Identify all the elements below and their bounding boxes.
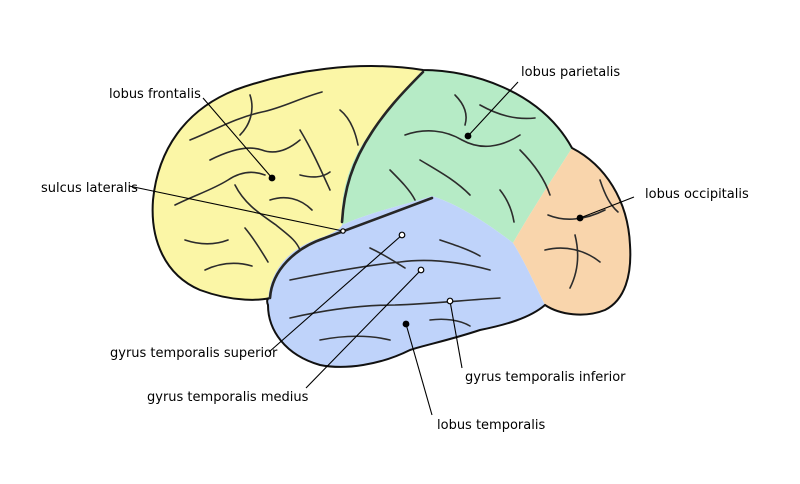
label-lobus-occipitalis: lobus occipitalis xyxy=(645,187,749,202)
lateral-fissure xyxy=(268,196,434,300)
parietal-marker xyxy=(464,132,472,140)
markers xyxy=(268,132,584,328)
brain-outline xyxy=(151,65,632,368)
sulcus-lateralis-marker xyxy=(340,228,346,234)
label-lobus-parietalis: lobus parietalis xyxy=(521,65,620,80)
temporal-marker xyxy=(402,320,410,328)
parietal-gyri xyxy=(389,94,551,223)
superior-marker xyxy=(398,231,406,239)
label-gyrus-temporalis-medius: gyrus temporalis medius xyxy=(147,390,309,405)
medius-marker xyxy=(417,266,425,274)
leader-lines xyxy=(128,81,635,416)
occipital-marker xyxy=(576,214,584,222)
parietal-lobe-region xyxy=(341,70,572,243)
central-sulcus xyxy=(340,70,425,224)
label-sulcus-lateralis: sulcus lateralis xyxy=(41,181,138,196)
temporal-lobe-region xyxy=(268,196,545,367)
label-lobus-temporalis: lobus temporalis xyxy=(437,418,545,433)
inferior-marker xyxy=(446,297,454,305)
label-lobus-frontalis: lobus frontalis xyxy=(109,87,201,102)
label-gyrus-temporalis-superior: gyrus temporalis superior xyxy=(110,346,278,361)
frontal-lobe-region xyxy=(152,66,423,300)
labels: lobus frontalis lobus parietalis sulcus … xyxy=(41,65,749,433)
label-gyrus-temporalis-inferior: gyrus temporalis inferior xyxy=(465,370,626,385)
occipital-lobe-region xyxy=(513,148,631,315)
frontal-marker xyxy=(268,174,276,182)
occipital-gyri xyxy=(544,179,619,289)
frontal-gyri xyxy=(174,91,359,271)
